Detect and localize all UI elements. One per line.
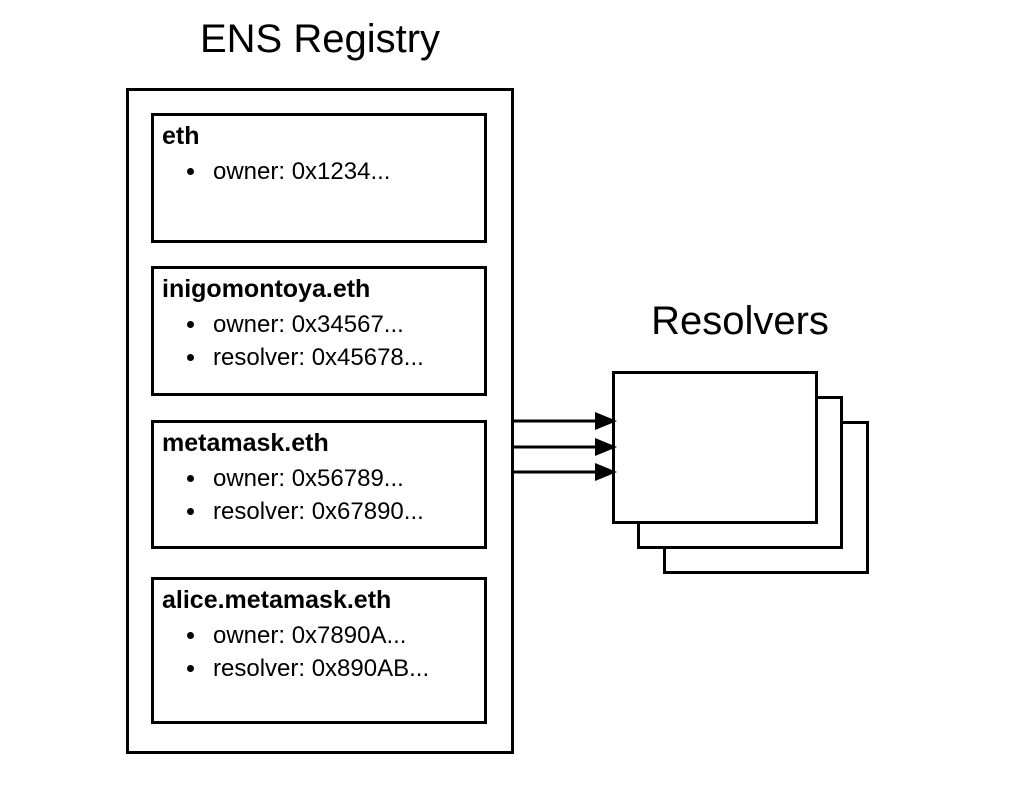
record-name: eth — [162, 122, 200, 150]
registry-title: ENS Registry — [199, 17, 441, 61]
record-inigomontoya-eth: inigomontoya.eth owner: 0x34567... resol… — [151, 266, 487, 396]
record-alice-metamask-eth: alice.metamask.eth owner: 0x7890A... res… — [151, 577, 487, 724]
arrow-3 — [513, 463, 617, 481]
arrow-2 — [513, 438, 617, 456]
resolvers-title: Resolvers — [651, 299, 829, 343]
record-eth: eth owner: 0x1234... — [151, 113, 487, 243]
record-name: inigomontoya.eth — [162, 275, 371, 303]
record-property: owner: 0x1234... — [208, 155, 476, 188]
record-property: owner: 0x56789... — [208, 462, 476, 495]
record-properties: owner: 0x34567... resolver: 0x45678... — [162, 308, 476, 374]
record-property: owner: 0x34567... — [208, 308, 476, 341]
record-metamask-eth: metamask.eth owner: 0x56789... resolver:… — [151, 420, 487, 549]
record-property: resolver: 0x890AB... — [208, 652, 476, 685]
record-properties: owner: 0x1234... — [162, 155, 476, 188]
resolver-box-front — [612, 371, 818, 524]
arrow-1 — [513, 412, 617, 430]
record-properties: owner: 0x7890A... resolver: 0x890AB... — [162, 619, 476, 685]
record-property: owner: 0x7890A... — [208, 619, 476, 652]
record-name: alice.metamask.eth — [162, 586, 392, 614]
record-property: resolver: 0x45678... — [208, 341, 476, 374]
record-properties: owner: 0x56789... resolver: 0x67890... — [162, 462, 476, 528]
record-name: metamask.eth — [162, 429, 329, 457]
record-property: resolver: 0x67890... — [208, 495, 476, 528]
